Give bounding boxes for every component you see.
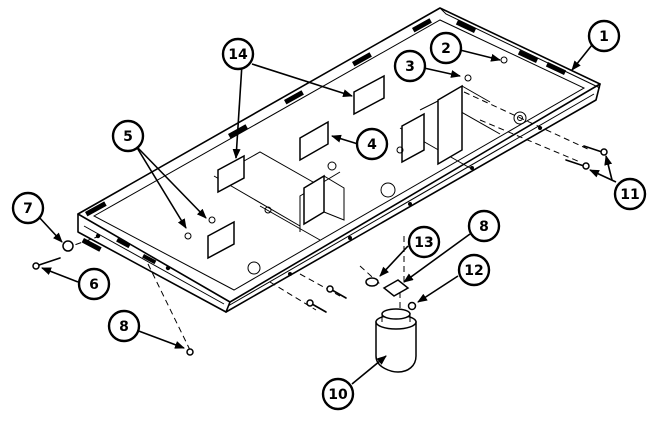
callout-11: 11 [613,177,647,211]
washer-13 [365,277,379,287]
leader-lines [37,39,617,385]
callout-10: 10 [321,377,355,411]
callout-label: 1 [599,29,609,45]
callout-label: 3 [405,59,415,75]
callout-label: 11 [620,187,639,203]
nut-7 [62,240,74,252]
callout-label: 8 [479,219,489,235]
callout-label: 14 [228,47,248,63]
callout-label: 12 [464,263,483,279]
callout-label: 4 [367,137,377,153]
callout-5: 5 [111,119,145,153]
plate-5 [207,220,235,260]
bracket-14-left [217,154,245,194]
screw-8-lower [186,348,194,356]
base-tray [77,7,601,313]
mid-bracket [401,112,425,164]
callout-label: 10 [328,387,348,403]
tray-rim-inner [92,19,586,291]
callout-8-upper: 8 [467,209,501,243]
callout-8-lower: 8 [107,309,141,343]
clip-9 [382,279,410,297]
callout-label: 5 [123,129,133,145]
callout-4: 4 [355,127,389,161]
tray-screws [184,56,508,240]
screws-11 [565,145,608,170]
tray-right-wall [225,83,601,313]
plate-4 [299,120,329,162]
callout-13: 13 [407,225,441,259]
jar-10 [375,308,417,373]
callout-2: 2 [429,31,463,65]
callout-1: 1 [587,19,621,53]
callout-12: 12 [457,253,491,287]
tray-front-wall [77,213,231,313]
callout-7: 7 [11,191,45,225]
callout-3: 3 [393,49,427,83]
screw-12 [407,301,417,311]
bottom-screws [306,285,347,313]
center-bracket [303,174,345,226]
callout-label: 13 [414,235,433,251]
callout-label: 8 [119,319,129,335]
screw-6 [32,257,61,270]
bracket-14-right [353,74,385,116]
bracket-3 [437,84,491,166]
callout-14: 14 [221,37,255,71]
callout-label: 2 [441,41,451,57]
callout-label: 7 [23,201,33,217]
callout-label: 6 [89,277,99,293]
callout-6: 6 [77,267,111,301]
